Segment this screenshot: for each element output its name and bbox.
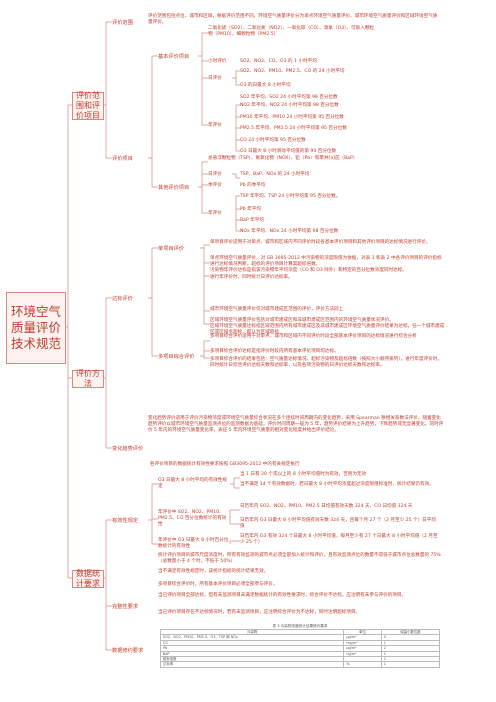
year-eval-item: SO2 年平均、SO2 24 小时平均第 98 百分位数 (240, 95, 338, 100)
table-header: 保留小数位数 (380, 628, 441, 636)
multi-eval-text: 多项目综合评价适用于对单点、城市和区域内不同评价时段全部基本评价项目的达标情况进… (210, 334, 417, 339)
other-season-item: Pb 的季平均 (240, 183, 266, 188)
other-year-item: Pb 年平均 (240, 207, 261, 212)
trend-eval-label: 变化趋势评价 (112, 446, 144, 452)
scope-range-text: 评价范围包括点位、城市和区域，根据评价范围不同，环境空气质量评价分为单点环境空气… (148, 14, 438, 26)
o3-8h-validity-text: 当 1 日有 20 个或以上的 8 小时平均值时为有效，否则为无效 (240, 472, 367, 477)
hour-eval-item: SO2、NO2、CO、O3 的 1 小时平均 (240, 59, 317, 64)
year-eval-item: NO2 年平均、NO2 24 小时平均第 98 百分位数 (240, 103, 339, 108)
section-method: 评价方法 (72, 369, 104, 388)
o3-year-validity-text: 日历年内 O3 有效 324 个日最大 8 小时平均值，每月至少有 27 个日最… (240, 534, 438, 546)
city-stat-text: 统计评价项目的城市尺度浓度时，所有有效监测的城市点必须全部加入统计和评价，且有效… (158, 553, 441, 565)
other-items-desc: 总悬浮颗粒物（TSP）、氮氧化物（NOX）、铅（Pb）和苯并[a]芘（BaP） (208, 156, 358, 161)
rules-top-text: 各评价项目的数据统计有效性要求按照 GB3095-2012 中的有关规定执行 (150, 462, 300, 467)
not-met-text: 当不满足有效性规定时，该统计指标的统计结果无效。 (158, 569, 269, 574)
multi-eval-text: 多项目综合评价达标是指评价时段内所有基本评价项目均达标。 (210, 349, 339, 354)
scope-range-label: 评价范围 (112, 20, 133, 26)
other-year-item: TSP 年平均、TSP 24 小时平均第 95 百分位数。 (240, 194, 341, 199)
rounding-table: 污染物 单位 保留小数位数 SO2、NO2、PM10、PM2.5、O3、TSP … (159, 628, 441, 668)
year-eval-item: PM10 年平均、PM10 24 小时平均第 95 百分位数 (240, 115, 344, 120)
year-eval-item: CO 24 小时平均第 95 百分位数 (240, 138, 306, 143)
o3-year-validity-label: 年评价中 O3 日最大 8 小时百分位数统计的有效性 (158, 538, 229, 550)
standard-eval-label: 达标评价 (112, 296, 133, 302)
single-eval-label: 单项目评价 (158, 246, 184, 252)
day-eval-label: 日评价 (208, 76, 222, 81)
section-rules: 数据统计要求 (72, 569, 104, 588)
single-eval-text: 城市环境空气质量评价仅对城市建成区范围的评价，评价方法同上 (210, 307, 344, 312)
other-year-item: NOx 年平均、NOx 24 小时平均第 98 百分位数 (240, 229, 339, 234)
percentile-validity-label: 年评价中 SO2、NO2、PM10、PM2.5、CO 百分位数统计的有效性 (158, 510, 227, 528)
complete-text: 当已评价项目全部达标，但有未监测项目未满足数据统计的有效性要求时，综合评价不达标… (158, 593, 407, 598)
basic-items-label: 基本评价项目 (158, 54, 190, 60)
percentile-validity-text: 日历年内 O3 日最大 8 小时平均值有效天数 324 天，且每个月 27 个（… (240, 518, 436, 530)
rounding-label: 数据修约要求 (112, 648, 144, 654)
hour-eval-label: 小时评价 (208, 59, 227, 64)
complete-text: 当已评价项目存在不达标情况时，若有未监测项目，应注明综合评价为不达标，同时注明超… (158, 610, 361, 615)
other-season-label: 季评价 (208, 183, 222, 188)
complete-text: 多项目综合评价时，所有基本评价项目必须全部参与评价。 (158, 582, 278, 587)
single-eval-text: 单项目评价适用于对单点、城市和区域内不同评价时段各基本评价项目和其他评价项目的达… (210, 240, 431, 245)
section-scope: 评价范围和评价项目 (72, 91, 104, 120)
multi-eval-label: 多项目综合评价 (158, 354, 195, 360)
single-eval-text: 单点环境空气质量评价，对 GB 3095-2012 中污染物的浓度限值为依据，对… (210, 256, 442, 280)
o3-8h-validity-label: O3 日最大 8 小时平均的有效性规定 (158, 478, 227, 490)
rounding-table-title: 表 3 污染物浓度统计结果修约要求 (272, 624, 328, 628)
day-eval-item: O3 的日最大 8 小时平均 (240, 83, 291, 88)
table-header: 单位 (343, 628, 382, 636)
table-cell: 达标率 (159, 661, 345, 668)
other-year-item: BaP 年平均 (240, 218, 264, 223)
multi-eval-text: 多项目综合评价的结果包括：空气质量达标情况、超标污染物及超标倍数（按照大小顺序排… (210, 357, 442, 369)
items-label: 评价项目 (112, 156, 133, 162)
rounding-table-wrap: 表 3 污染物浓度统计结果修约要求 污染物 单位 保留小数位数 SO2、NO2、… (159, 624, 441, 668)
trend-eval-text: 变化趋势评价适用于评价污染物浓度或环境空气质量综合状况在多个连续时间周期内的变化… (148, 416, 444, 434)
other-items-label: 其他评价项目 (158, 185, 190, 191)
validity-label: 有效性规定 (112, 518, 138, 524)
complete-label: 完整性要求 (112, 604, 138, 610)
table-cell: 1 (380, 661, 441, 668)
root-topic: 环境空气质量评价技术规范 (6, 292, 66, 364)
o3-8h-validity-text: 当不满足 14 个有效数据时，若日最大 8 小时平均浓度超过浓度限值标准时，统计… (240, 482, 434, 487)
percentile-validity-text: 日历年内 SO2、NO2、PM10、PM2.5 日均值有效天数 324 天、CO… (240, 504, 413, 509)
day-eval-item: SO2、NO2、PM10、PM2.5、CO 的 24 小时平均 (240, 69, 345, 74)
other-day-item: TSP、BaP、NOx 的 24 小时平均 (240, 172, 310, 177)
year-eval-label: 年评价 (208, 123, 222, 128)
other-year-label: 年评价 (208, 211, 222, 216)
basic-items-desc: 二氧化硫（SO2）、二氧化氮（NO2）、一氧化碳（CO）、臭氧（O3）、可吸入颗… (208, 26, 375, 38)
single-eval-text: 区域环境空气质量评价包括对城市建成区和非城市建成区范围内的环境空气质量状况评价。… (210, 318, 445, 336)
year-eval-item: PM2.5 年平均、PM2.5 24 小时平均第 95 百分位数 (240, 126, 347, 131)
year-eval-item: O3 日最大 8 小时滑动平均值的第 90 百分位数 (240, 149, 337, 154)
other-day-label: 日评价 (208, 172, 222, 177)
table-row: 达标率 % 1 (159, 661, 441, 668)
table-cell: % (343, 661, 382, 668)
